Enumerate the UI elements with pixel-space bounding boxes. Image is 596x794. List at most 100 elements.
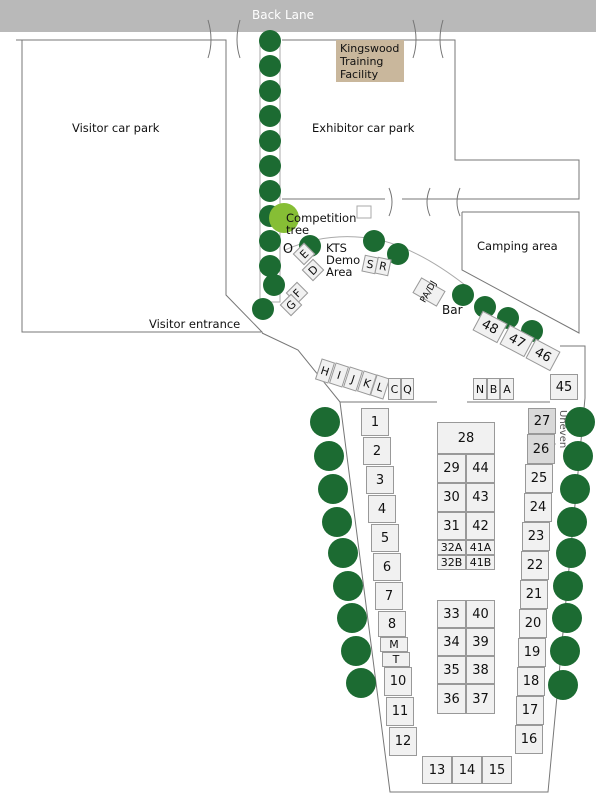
visitor-entrance-label: Visitor entrance — [149, 317, 241, 331]
tree-icon — [337, 603, 367, 633]
tree-icon — [259, 55, 281, 77]
tree-icon — [563, 441, 593, 471]
tree-icon — [560, 474, 590, 504]
stall-14[interactable]: 14 — [452, 756, 482, 784]
stall-45[interactable]: 45 — [550, 374, 578, 400]
stall-7[interactable]: 7 — [375, 582, 403, 610]
stall-36[interactable]: 36 — [437, 684, 466, 714]
tree-icon — [548, 670, 578, 700]
stall-1[interactable]: 1 — [361, 408, 389, 436]
back-lane-road: Back Lane — [0, 0, 596, 32]
camping-area-boundary — [461, 211, 580, 334]
tree-icon — [259, 255, 281, 277]
stall-3[interactable]: 3 — [366, 466, 394, 494]
stall-41a[interactable]: 41A — [466, 540, 495, 555]
stall-24[interactable]: 24 — [524, 493, 552, 522]
stall-22[interactable]: 22 — [521, 551, 549, 580]
tree-icon — [565, 407, 595, 437]
stall-27[interactable]: 27 — [528, 408, 556, 434]
stall-32a[interactable]: 32A — [437, 540, 466, 555]
tree-icon — [259, 180, 281, 202]
tree-icon — [553, 571, 583, 601]
stall-2[interactable]: 2 — [363, 437, 391, 465]
tree-icon — [259, 155, 281, 177]
tree-icon — [259, 230, 281, 252]
tree-icon — [322, 507, 352, 537]
stall-33[interactable]: 33 — [437, 600, 466, 628]
stall-28[interactable]: 28 — [437, 422, 495, 454]
stall-20[interactable]: 20 — [519, 609, 547, 638]
tree-icon — [333, 571, 363, 601]
tree-icon — [310, 407, 340, 437]
stall-11[interactable]: 11 — [386, 697, 414, 726]
bar-label: Bar — [442, 303, 463, 317]
tree-icon — [341, 636, 371, 666]
stall-4[interactable]: 4 — [368, 495, 396, 523]
stall-c[interactable]: C — [388, 378, 401, 400]
tree-icon — [474, 296, 496, 318]
stall-30[interactable]: 30 — [437, 483, 466, 512]
stall-a[interactable]: A — [500, 378, 514, 400]
stall-32b[interactable]: 32B — [437, 555, 466, 570]
stall-40[interactable]: 40 — [466, 600, 495, 628]
back-lane-label: Back Lane — [252, 8, 314, 22]
stall-15[interactable]: 15 — [482, 756, 512, 784]
stall-t[interactable]: T — [382, 652, 410, 667]
tree-icon — [259, 30, 281, 52]
stall-17[interactable]: 17 — [516, 696, 544, 725]
stall-21[interactable]: 21 — [520, 580, 548, 609]
stall-34[interactable]: 34 — [437, 628, 466, 656]
exhibitor-car-park-boundary — [282, 39, 580, 200]
stall-8[interactable]: 8 — [378, 611, 406, 637]
stall-5[interactable]: 5 — [371, 524, 399, 552]
exhibitor-car-park-label: Exhibitor car park — [312, 121, 415, 135]
tree-icon — [263, 274, 285, 296]
stall-18[interactable]: 18 — [517, 667, 545, 696]
stall-26[interactable]: 26 — [527, 434, 555, 464]
stall-44[interactable]: 44 — [466, 454, 495, 483]
tree-icon — [550, 636, 580, 666]
visitor-car-park-label: Visitor car park — [72, 121, 160, 135]
stall-41b[interactable]: 41B — [466, 555, 495, 570]
stall-29[interactable]: 29 — [437, 454, 466, 483]
tree-icon — [452, 284, 474, 306]
stall-39[interactable]: 39 — [466, 628, 495, 656]
tree-icon — [552, 603, 582, 633]
stall-o[interactable]: O — [282, 241, 294, 257]
stall-19[interactable]: 19 — [518, 638, 546, 667]
stall-6[interactable]: 6 — [373, 553, 401, 581]
stall-n[interactable]: N — [473, 378, 487, 400]
stall-35[interactable]: 35 — [437, 656, 466, 684]
tree-icon — [363, 230, 385, 252]
tree-icon — [259, 105, 281, 127]
stall-38[interactable]: 38 — [466, 656, 495, 684]
stall-13[interactable]: 13 — [422, 756, 452, 784]
competition-tree-label: Competition tree — [286, 211, 357, 237]
stall-m[interactable]: M — [380, 637, 408, 652]
stall-16[interactable]: 16 — [515, 725, 543, 754]
stall-43[interactable]: 43 — [466, 483, 495, 512]
tree-icon — [259, 80, 281, 102]
stall-10[interactable]: 10 — [384, 667, 412, 696]
visitor-car-park-boundary — [16, 39, 264, 333]
camping-area-label: Camping area — [477, 239, 558, 253]
tree-icon — [252, 298, 274, 320]
competition-tree-icon — [269, 203, 299, 233]
stall-42[interactable]: 42 — [466, 512, 495, 540]
tree-icon — [328, 538, 358, 568]
tree-icon — [314, 441, 344, 471]
stall-12[interactable]: 12 — [389, 727, 417, 756]
stall-31[interactable]: 31 — [437, 512, 466, 540]
kts-demo-area-label: KTS Demo Area — [326, 241, 361, 279]
stall-23[interactable]: 23 — [522, 522, 550, 551]
stall-b[interactable]: B — [487, 378, 500, 400]
tree-icon — [556, 538, 586, 568]
stall-37[interactable]: 37 — [466, 684, 495, 714]
stall-25[interactable]: 25 — [525, 464, 553, 493]
stall-q[interactable]: Q — [401, 378, 414, 400]
tree-icon — [318, 474, 348, 504]
tree-icon — [387, 243, 409, 265]
tree-icon — [346, 668, 376, 698]
